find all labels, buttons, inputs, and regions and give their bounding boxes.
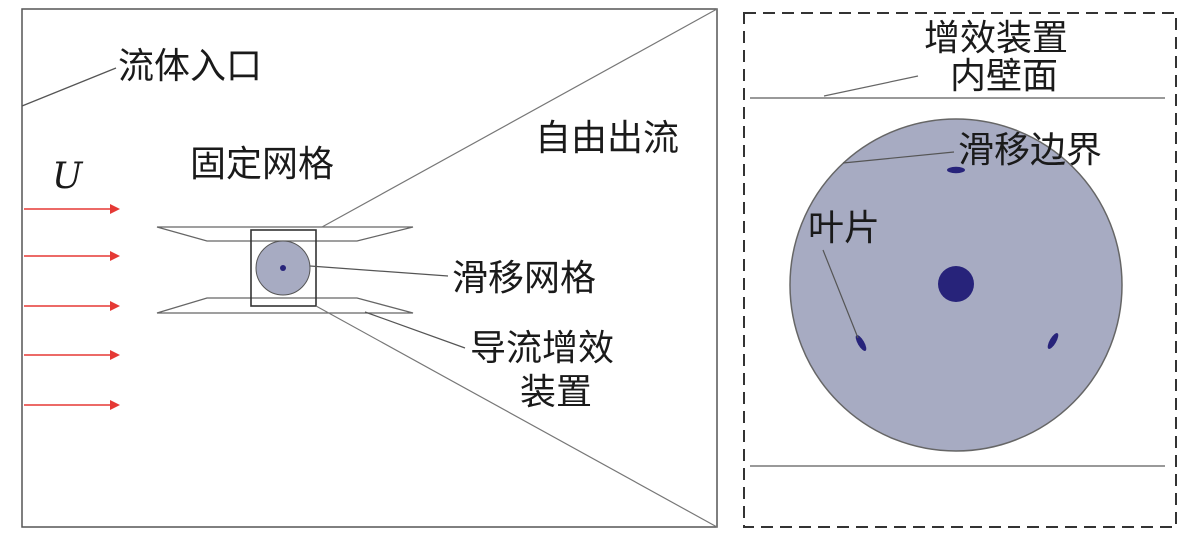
- guide-device-label-line2: 装置: [520, 372, 592, 413]
- enlarged-rotor-view: 增效装置 内壁面 滑移边界 叶片: [743, 12, 1177, 528]
- sliding-boundary-label: 滑移边界: [958, 130, 1102, 171]
- fluid-inlet-label: 流体入口: [118, 46, 262, 87]
- sliding-mesh-box: [250, 229, 317, 307]
- blade-top: [947, 166, 965, 174]
- free-outflow-label: 自由出流: [535, 118, 679, 159]
- sliding-mesh-leader: [309, 265, 449, 277]
- inflow-arrows: [24, 204, 120, 410]
- guide-device-leader: [364, 311, 466, 349]
- inlet-leader-line: [21, 67, 117, 107]
- computational-domain: 流体入口 U 固定网格 自由出流 滑移网格 导流增效 装置: [21, 8, 718, 528]
- blade-leader: [822, 249, 859, 339]
- guide-plate-top: [156, 226, 414, 242]
- fixed-mesh-label: 固定网格: [190, 144, 334, 185]
- hub: [938, 266, 974, 302]
- blade-left: [855, 335, 867, 351]
- sliding-mesh-label: 滑移网格: [452, 258, 596, 299]
- inner-wall-label-line2: 内壁面: [950, 56, 1058, 97]
- sliding-boundary-leader: [842, 151, 955, 164]
- zoom-line-bottom: [315, 305, 718, 528]
- blade-right: [1047, 333, 1059, 349]
- inner-wall-leader: [823, 75, 919, 97]
- domain-boundary: [21, 8, 718, 528]
- inner-wall-label-line1: 增效装置: [924, 18, 1068, 59]
- blade-label: 叶片: [808, 208, 880, 249]
- hub-small: [280, 265, 286, 271]
- dashed-frame: [743, 12, 1177, 528]
- velocity-label: U: [52, 156, 84, 197]
- guide-device-label-line1: 导流增效: [470, 328, 614, 369]
- zoom-line-top: [321, 8, 718, 228]
